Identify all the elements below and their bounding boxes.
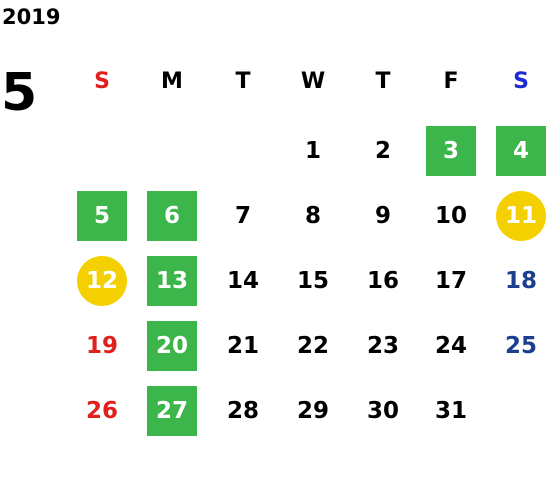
day-cell-23[interactable]: 23 <box>366 333 399 359</box>
weekday-header-monday: M <box>161 68 183 94</box>
day-cell-12[interactable]: 12 <box>77 256 127 306</box>
year-label: 2019 <box>2 5 61 29</box>
weekday-header-thursday: T <box>375 68 391 94</box>
day-cell-11[interactable]: 11 <box>496 191 546 241</box>
day-cell-19[interactable]: 19 <box>85 333 118 359</box>
day-cell-20[interactable]: 20 <box>147 321 197 371</box>
day-cell-29[interactable]: 29 <box>296 398 329 424</box>
day-cell-3[interactable]: 3 <box>426 126 476 176</box>
day-cell-28[interactable]: 28 <box>226 398 259 424</box>
day-cell-8[interactable]: 8 <box>304 203 321 229</box>
day-cell-14[interactable]: 14 <box>226 268 259 294</box>
day-cell-17[interactable]: 17 <box>434 268 467 294</box>
day-cell-2[interactable]: 2 <box>374 138 391 164</box>
day-cell-1[interactable]: 1 <box>304 138 321 164</box>
weekday-header-wednesday: W <box>300 68 326 94</box>
day-cell-30[interactable]: 30 <box>366 398 399 424</box>
day-cell-5[interactable]: 5 <box>77 191 127 241</box>
day-cell-26[interactable]: 26 <box>85 398 118 424</box>
day-cell-15[interactable]: 15 <box>296 268 329 294</box>
day-cell-24[interactable]: 24 <box>434 333 467 359</box>
day-cell-7[interactable]: 7 <box>234 203 251 229</box>
day-cell-6[interactable]: 6 <box>147 191 197 241</box>
day-cell-31[interactable]: 31 <box>434 398 467 424</box>
day-cell-10[interactable]: 10 <box>434 203 467 229</box>
day-cell-9[interactable]: 9 <box>374 203 391 229</box>
month-label: 5 <box>1 63 38 123</box>
weekday-header-friday: F <box>443 68 459 94</box>
weekday-header-saturday: S <box>513 68 529 94</box>
day-cell-13[interactable]: 13 <box>147 256 197 306</box>
day-cell-21[interactable]: 21 <box>226 333 259 359</box>
day-cell-16[interactable]: 16 <box>366 268 399 294</box>
day-cell-18[interactable]: 18 <box>504 268 537 294</box>
day-cell-27[interactable]: 27 <box>147 386 197 436</box>
day-cell-4[interactable]: 4 <box>496 126 546 176</box>
weekday-header-tuesday: T <box>235 68 251 94</box>
day-cell-25[interactable]: 25 <box>504 333 537 359</box>
day-cell-22[interactable]: 22 <box>296 333 329 359</box>
weekday-header-sunday: S <box>94 68 110 94</box>
